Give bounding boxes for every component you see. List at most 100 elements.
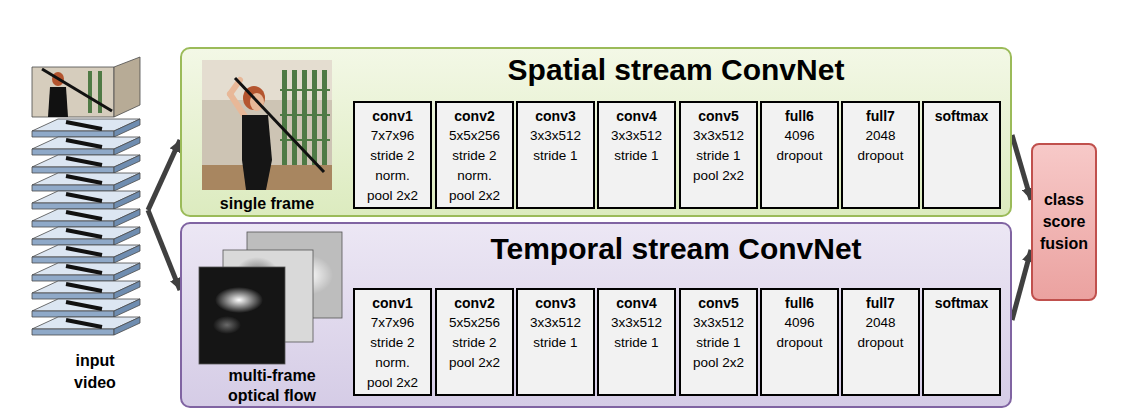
fusion-label: class score fusion: [1035, 189, 1093, 255]
frame-slab: [32, 155, 140, 173]
layer-box: conv43x3x512stride 1: [597, 101, 676, 209]
frame-slab: [32, 227, 140, 245]
image-caption: multi-frame optical flow: [207, 366, 337, 406]
layer-name: full6: [762, 106, 837, 126]
flow-blob: [213, 316, 241, 334]
layer-param: pool 2x2: [681, 353, 756, 373]
frame-slab: [32, 173, 140, 191]
layer-param: 7x7x96: [355, 126, 430, 146]
flow-blob: [215, 287, 263, 313]
image-caption: single frame: [202, 194, 332, 214]
layer-name: softmax: [924, 293, 999, 313]
layer-param: pool 2x2: [355, 186, 430, 206]
wall-rung: [280, 114, 330, 116]
layer-name: conv3: [518, 106, 593, 126]
frame-slab: [32, 119, 140, 137]
layer-param: dropout: [843, 146, 918, 166]
wall-bar: [322, 70, 327, 165]
layer-box: conv25x5x256stride 2pool 2x2: [435, 288, 514, 396]
frame-slab: [32, 245, 140, 263]
frame-slab: [32, 191, 140, 209]
layer-name: conv2: [437, 106, 512, 126]
layer-param: 7x7x96: [355, 313, 430, 333]
layer-param: 3x3x512: [599, 313, 674, 333]
layer-box: conv43x3x512stride 1: [597, 288, 676, 396]
layer-name: full6: [762, 293, 837, 313]
layer-name: softmax: [924, 106, 999, 126]
layer-param: 3x3x512: [681, 313, 756, 333]
layer-param: stride 1: [518, 146, 593, 166]
wall-rung: [280, 89, 330, 91]
stick: [42, 69, 112, 111]
wall-bar: [312, 70, 317, 165]
panel-title: Temporal stream ConvNet: [352, 232, 1000, 266]
video-frame-face: [32, 67, 114, 117]
layer-param: dropout: [762, 333, 837, 353]
layer-param: 4096: [762, 126, 837, 146]
layer-param: 2048: [843, 126, 918, 146]
layer-param: stride 2: [355, 146, 430, 166]
video-frame-side: [114, 57, 140, 117]
layer-param: pool 2x2: [437, 353, 512, 373]
frame-slab: [32, 317, 140, 335]
flow-image: multi-frame optical flow: [197, 230, 347, 408]
layer-name: conv3: [518, 293, 593, 313]
layer-name: conv4: [599, 106, 674, 126]
stream-panel: Spatial stream ConvNet single frameconv1…: [180, 47, 1012, 217]
frame-image: single frame: [202, 60, 332, 216]
layer-param: stride 1: [599, 146, 674, 166]
layer-param: 5x5x256: [437, 126, 512, 146]
flow-arrow: [1012, 135, 1031, 200]
layer-param: stride 1: [681, 333, 756, 353]
layer-param: dropout: [843, 333, 918, 353]
layer-param: 3x3x512: [518, 313, 593, 333]
flow-arrow: [1012, 250, 1031, 320]
layer-box: full72048dropout: [841, 101, 920, 209]
wall: [202, 60, 332, 190]
layer-param: stride 1: [681, 146, 756, 166]
video-stack: input video: [28, 55, 148, 390]
wall-bar: [282, 70, 287, 165]
layer-box: full64096dropout: [760, 101, 839, 209]
wall-bar: [88, 71, 92, 113]
layer-name: conv4: [599, 293, 674, 313]
single-frame-illustration: [202, 60, 332, 190]
layer-param: 3x3x512: [681, 126, 756, 146]
layer-param: stride 1: [518, 333, 593, 353]
layer-param: 4096: [762, 313, 837, 333]
frame-slab: [32, 299, 140, 317]
layer-box: softmax: [922, 288, 1001, 396]
layer-param: 5x5x256: [437, 313, 512, 333]
layer-box: conv33x3x512stride 1: [516, 101, 595, 209]
layer-param: stride 2: [355, 333, 430, 353]
person-body: [48, 87, 68, 117]
flow-arrow: [148, 140, 180, 210]
flow-frame: [199, 267, 285, 364]
frame-slab: [32, 263, 140, 281]
layer-name: conv5: [681, 293, 756, 313]
wall-bar: [292, 70, 297, 165]
layer-param: stride 2: [437, 333, 512, 353]
frame-slab: [32, 137, 140, 155]
stick: [235, 78, 324, 172]
layer-name: conv5: [681, 106, 756, 126]
flow-arrow: [148, 210, 180, 290]
layer-name: conv1: [355, 293, 430, 313]
video-stack-illustration: [28, 55, 148, 345]
optical-flow-illustration: [197, 230, 347, 365]
person-body: [242, 115, 272, 190]
layer-param: pool 2x2: [355, 373, 430, 393]
layer-box: full72048dropout: [841, 288, 920, 396]
layer-box: conv17x7x96stride 2norm.pool 2x2: [353, 101, 432, 209]
layer-box: full64096dropout: [760, 288, 839, 396]
frame-slab: [32, 209, 140, 227]
layer-param: norm.: [355, 353, 430, 373]
layer-box: conv53x3x512stride 1pool 2x2: [679, 101, 758, 209]
layer-param: stride 2: [437, 146, 512, 166]
layer-box: conv17x7x96stride 2norm.pool 2x2: [353, 288, 432, 396]
layer-box: conv33x3x512stride 1: [516, 288, 595, 396]
input-label: input video: [64, 350, 126, 394]
layer-param: stride 1: [599, 333, 674, 353]
